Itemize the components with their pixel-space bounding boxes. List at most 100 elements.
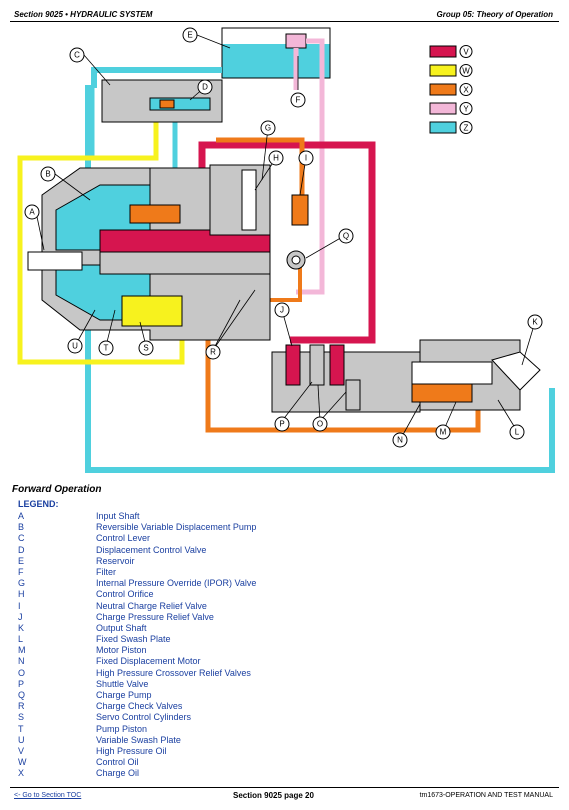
svg-text:L: L (515, 428, 520, 437)
legend-key: L (18, 634, 24, 645)
svg-text:T: T (104, 344, 109, 353)
svg-text:A: A (29, 208, 35, 217)
filter (285, 33, 307, 49)
legend-key: U (18, 734, 25, 745)
legend-title: LEGEND: (18, 499, 59, 509)
legend-key: S (18, 712, 25, 723)
legend-label: Reversible Variable Displacement Pump (96, 522, 257, 533)
legend-key: G (18, 578, 26, 589)
svg-text:B: B (45, 170, 50, 179)
color-key: V W X Y Z (429, 45, 473, 134)
key-z: Z (429, 121, 473, 134)
svg-text:V: V (463, 48, 469, 57)
legend-item: K Output Shaft (18, 623, 418, 634)
legend-key: W (18, 757, 27, 768)
legend-key: X (18, 768, 25, 779)
legend-label: Control Lever (96, 533, 151, 544)
callout-e: E (182, 27, 198, 43)
legend-label: Internal Pressure Override (IPOR) Valve (96, 578, 257, 589)
callout-p: P (274, 416, 290, 432)
svg-text:P: P (279, 420, 284, 429)
callout-j: J (274, 302, 290, 318)
legend-key: D (18, 544, 25, 555)
legend-item: S Servo Control Cylinders (18, 712, 418, 723)
svg-text:R: R (210, 348, 216, 357)
charge-pump (286, 250, 306, 270)
legend-key: F (18, 566, 24, 577)
toc-link[interactable]: <- Go to Section TOC (14, 792, 82, 799)
svg-text:Z: Z (464, 124, 469, 133)
legend-label: Input Shaft (96, 511, 140, 521)
callout-s: S (138, 340, 154, 356)
pink-line (296, 38, 325, 295)
legend-label: Servo Control Cylinders (96, 712, 192, 723)
callout-b: B (40, 166, 56, 182)
svg-text:I: I (305, 154, 307, 163)
svg-text:N: N (397, 436, 403, 445)
callout-k: K (527, 314, 543, 330)
legend-key: K (18, 622, 25, 633)
orange-charge-line (216, 137, 305, 215)
legend-label: Charge Pump (96, 690, 152, 700)
legend-key: T (18, 723, 24, 734)
legend-label: Shuttle Valve (96, 678, 149, 689)
red-high-pressure-line (198, 141, 376, 344)
callout-c: C (69, 47, 85, 63)
key-v: V (429, 45, 473, 58)
legend-item: X Charge Oil (18, 768, 418, 779)
callout-n: N (392, 432, 408, 448)
legend-key: R (18, 701, 25, 712)
section-header: Section 9025 • HYDRAULIC SYSTEM (14, 10, 153, 19)
callout-t: T (98, 340, 114, 356)
figure-caption: Forward Operation (12, 484, 102, 495)
hydraulic-schematic: A B C D E F G H I J K L M N O P Q R S T … (17, 27, 555, 473)
legend-label: Charge Pressure Relief Valve (96, 611, 214, 622)
svg-text:J: J (280, 306, 284, 315)
key-y: Y (429, 102, 473, 115)
legend-label: Variable Swash Plate (96, 734, 181, 745)
callout-f: F (290, 92, 306, 108)
legend-key: Q (18, 690, 26, 700)
svg-text:O: O (317, 420, 323, 429)
svg-text:Y: Y (463, 105, 469, 114)
cyan-drain-line (85, 85, 555, 473)
legend-label: Displacement Control Valve (96, 544, 207, 555)
motor-housing (271, 339, 541, 413)
ipor-valve-block (209, 164, 271, 236)
manual-title: tm1673-OPERATION AND TEST MANUAL (419, 792, 553, 799)
legend-key: V (18, 745, 25, 756)
legend-label: Charge Check Valves (96, 701, 183, 712)
legend-label: Output Shaft (96, 622, 147, 633)
legend-item: G Internal Pressure Override (IPOR) Valve (18, 578, 418, 589)
callout-m: M (435, 424, 451, 440)
legend-label: High Pressure Oil (96, 745, 167, 756)
legend-label: Charge Oil (96, 768, 140, 779)
legend-label: High Pressure Crossover Relief Valves (96, 667, 251, 678)
callout-q: Q (338, 228, 354, 244)
legend-item: V High Pressure Oil (18, 746, 418, 757)
legend-key: E (18, 555, 25, 566)
callout-h: H (268, 150, 284, 166)
legend-label: Fixed Displacement Motor (96, 656, 201, 667)
svg-text:U: U (72, 342, 78, 351)
legend-item: U Variable Swash Plate (18, 735, 418, 746)
reservoir (221, 27, 331, 79)
callout-o: O (312, 416, 328, 432)
key-w: W (429, 64, 473, 77)
svg-text:K: K (532, 318, 538, 327)
svg-text:Q: Q (343, 232, 349, 241)
svg-text:G: G (265, 124, 271, 133)
group-header: Group 05: Theory of Operation (436, 10, 553, 19)
callout-u: U (67, 338, 83, 354)
